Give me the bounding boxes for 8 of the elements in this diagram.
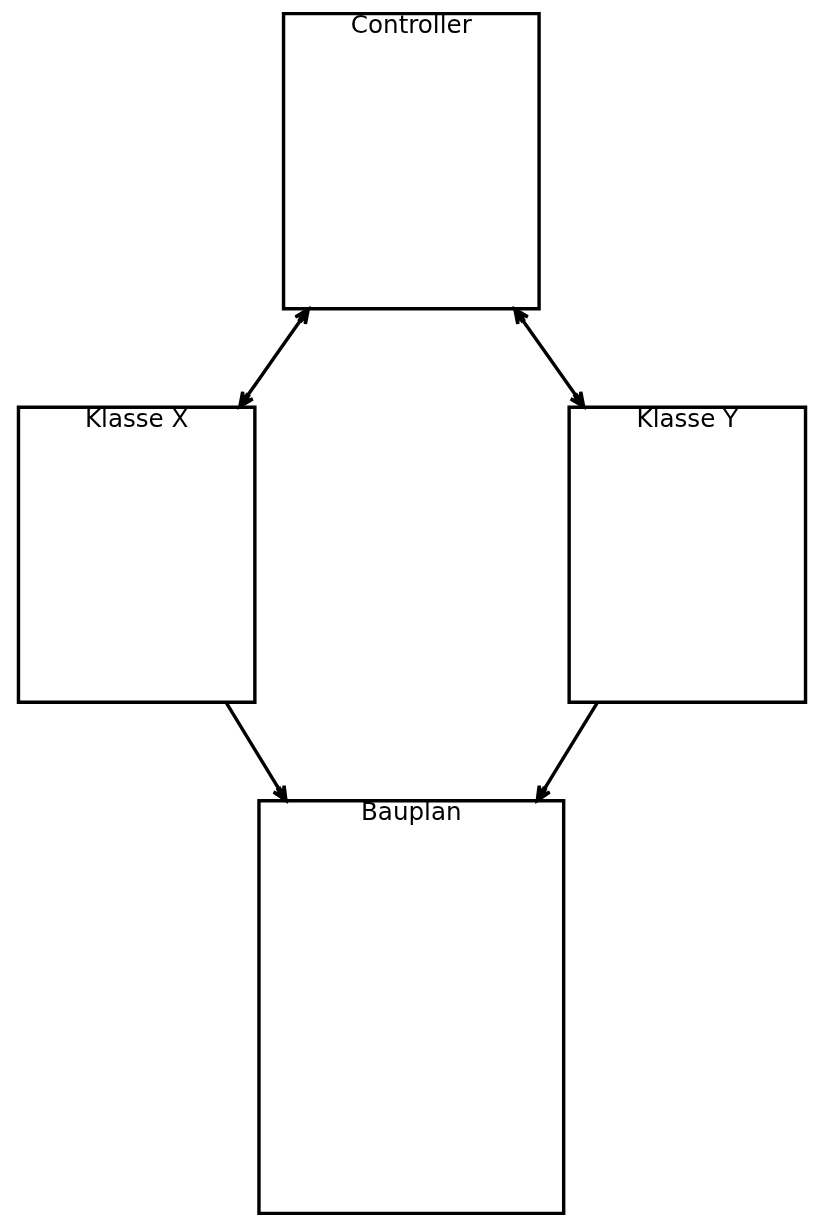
node-box: Bauplan: [256, 799, 565, 1216]
node-box: Klasse X: [16, 405, 257, 705]
node-box: Klasse Y: [566, 405, 807, 705]
arrow: [224, 701, 288, 803]
arrow: [535, 701, 599, 803]
node-box: Controller: [281, 11, 541, 311]
arrow: [512, 307, 585, 409]
arrow: [237, 307, 310, 409]
